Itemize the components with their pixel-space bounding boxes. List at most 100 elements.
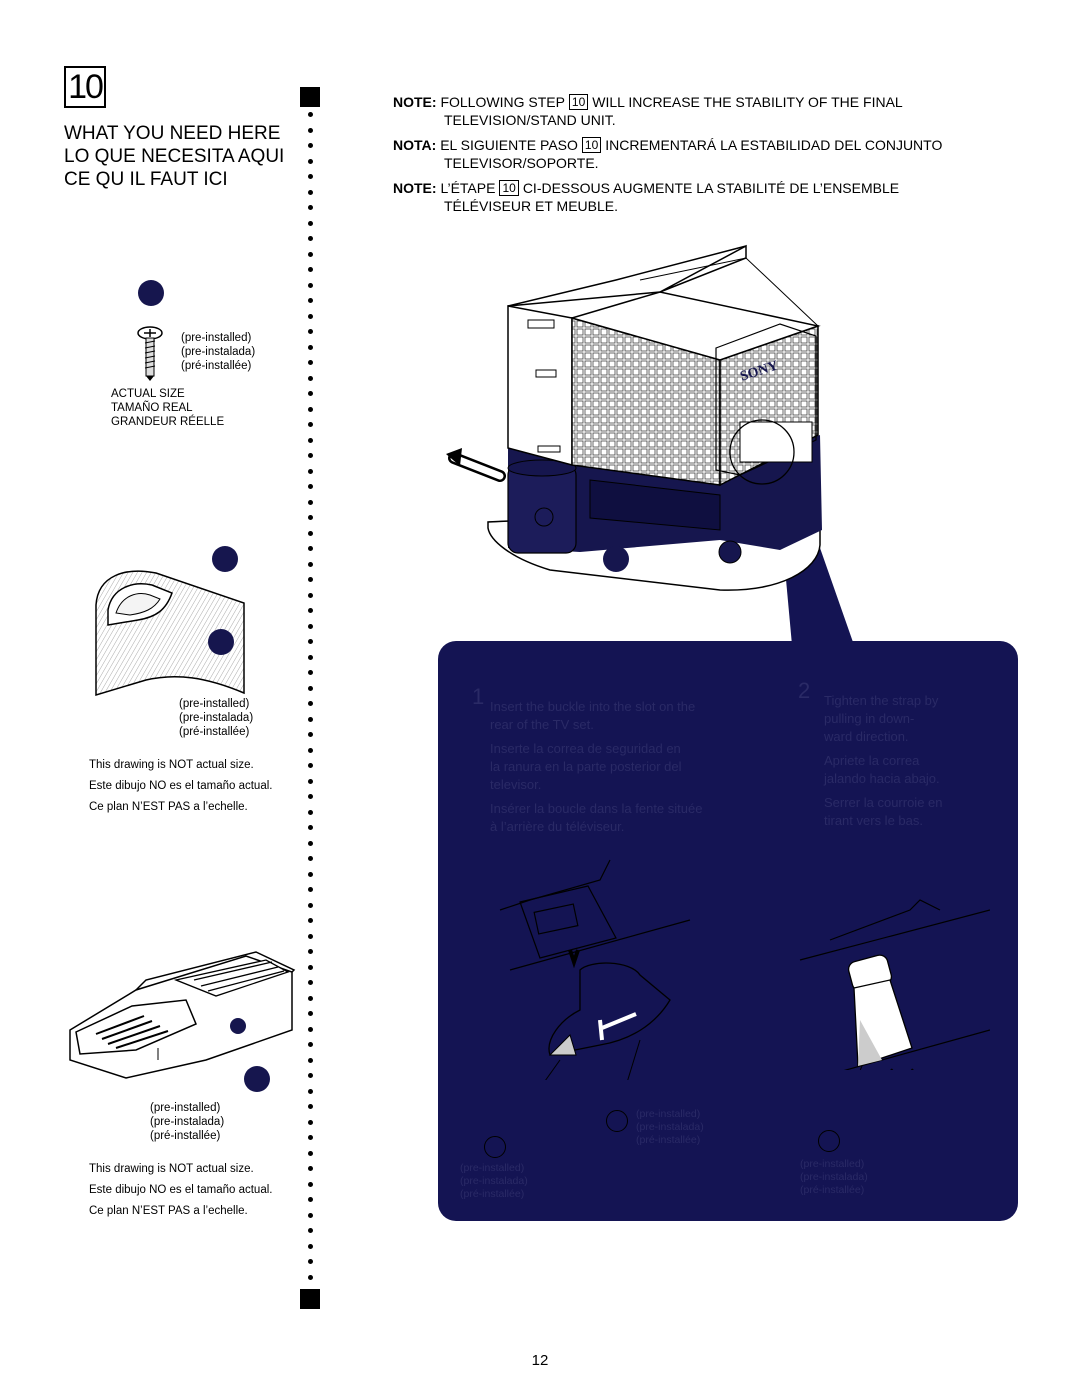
preinstalled-fr: (pré-installée)	[179, 726, 250, 738]
heading-line-es: LO QUE NECESITA AQUI	[64, 146, 285, 167]
divider-dot	[308, 406, 313, 412]
step-ref-box: 10	[499, 180, 519, 196]
divider-dot	[308, 809, 313, 815]
divider-dot	[308, 561, 313, 567]
divider-dot	[308, 220, 313, 226]
preinstalled-en: (pre-installed)	[150, 1102, 221, 1114]
divider-dot	[308, 313, 313, 319]
divider-dot	[308, 282, 313, 288]
actual-size-note: ACTUAL SIZE TAMAÑO REAL GRANDEUR RÉELLE	[111, 387, 224, 429]
preinstalled-es: (pre-instalada)	[150, 1116, 225, 1128]
step1-line: televisor.	[490, 777, 542, 792]
divider-dot	[308, 747, 313, 753]
divider-dot	[308, 1166, 313, 1171]
divider-dot	[308, 1197, 313, 1202]
note-text-cont: WILL INCREASE THE STABILITY OF THE FINAL	[592, 94, 903, 110]
preinstalled-fr: (pré-installée)	[181, 360, 252, 372]
divider-dot	[308, 1119, 313, 1125]
part-badge-buckle	[244, 1066, 270, 1092]
panel-tag-mid: (pre-installed) (pre-instalada) (pré-ins…	[636, 1108, 704, 1147]
step1-line: la ranura en la parte posterior del	[490, 759, 682, 774]
divider-dot	[308, 515, 313, 520]
divider-dot	[308, 1228, 313, 1233]
heading-line-fr: CE QU IL FAUT ICI	[64, 169, 228, 190]
divider-dot	[308, 1073, 313, 1078]
buckle-preinstalled-note: (pre-installed) (pre-instalada) (pré-ins…	[150, 1101, 224, 1143]
divider-dot	[308, 174, 313, 179]
heading-line-en: WHAT YOU NEED HERE	[64, 123, 281, 144]
tag-en: (pre-installed)	[636, 1108, 701, 1120]
preinstalled-es: (pre-instalada)	[181, 346, 256, 358]
divider-dot	[308, 1150, 313, 1156]
tag-fr: (pré-installée)	[460, 1188, 525, 1200]
note-line2: TELEVISION/STAND UNIT.	[444, 111, 616, 128]
divider-dot	[308, 933, 313, 939]
divider-dot	[308, 499, 313, 505]
buckle-illustration	[69, 951, 296, 1079]
scale-note-es: Este dibujo NO es el tamaño actual.	[89, 780, 273, 792]
step2-detail-illustration	[799, 899, 990, 1070]
panel-tag-right: (pre-installed) (pre-instalada) (pré-ins…	[800, 1158, 868, 1197]
screw-illustration	[137, 326, 163, 381]
divider-dot	[308, 623, 313, 629]
step1-line: Insert the buckle into the slot on the	[490, 699, 696, 714]
divider-dot	[308, 453, 313, 458]
preinstalled-es: (pre-instalada)	[179, 712, 254, 724]
divider-dot	[308, 825, 313, 830]
divider-dot	[308, 189, 313, 195]
page-number: 12	[531, 1352, 549, 1369]
step2-line: jalando hacia abajo.	[824, 771, 940, 786]
divider-dot	[308, 236, 313, 241]
step2-line: Apriete la correa	[824, 753, 920, 768]
tag-en: (pre-installed)	[800, 1158, 865, 1170]
step2-number: 2	[798, 678, 811, 703]
note-text-cont: INCREMENTARÁ LA ESTABILIDAD DEL CONJUNTO	[605, 137, 943, 153]
divider-dot	[308, 685, 313, 691]
divider-dot	[308, 778, 313, 784]
marker-circle-mid	[606, 1110, 628, 1132]
divider-dot	[308, 902, 313, 908]
step1-line: Inserte la correa de seguridad en	[490, 741, 681, 756]
tag-es: (pre-instalada)	[636, 1121, 704, 1133]
divider-dot	[308, 112, 313, 117]
divider-dot	[308, 840, 313, 846]
part-badge-strap-b	[208, 629, 234, 655]
scale-note-en: This drawing is NOT actual size.	[89, 759, 254, 771]
scale-note-es: Este dibujo NO es el tamaño actual.	[89, 1184, 273, 1196]
tag-fr: (pré-installée)	[636, 1134, 701, 1146]
divider-dot	[308, 871, 313, 877]
scale-note-fr: Ce plan N’EST PAS a l’echelle.	[89, 801, 248, 813]
divider-dot	[308, 1243, 313, 1249]
step-ref-box: 10	[581, 137, 602, 153]
divider-dot	[308, 1274, 313, 1280]
step2-line: Serrer la courroie en	[824, 795, 943, 810]
tag-es: (pre-instalada)	[800, 1171, 868, 1183]
note-line2: TÉLÉVISEUR ET MEUBLE.	[444, 197, 619, 214]
buckle-scale-note: This drawing is NOT actual size. Este di…	[89, 1159, 272, 1222]
divider-dot	[308, 1042, 313, 1047]
strap-illustration	[95, 570, 245, 697]
tag-fr: (pré-installée)	[800, 1184, 865, 1196]
tag-es: (pre-instalada)	[460, 1175, 528, 1187]
divider-dot	[308, 670, 313, 675]
divider-dot	[308, 856, 313, 861]
note-text: FOLLOWING STEP	[440, 94, 565, 110]
scale-note-fr: Ce plan N’EST PAS a l’echelle.	[89, 1205, 248, 1217]
divider-dot	[308, 1088, 313, 1094]
step1-text: Insert the buckle into the slot on the r…	[490, 698, 740, 836]
step2-text: Tighten the strap by pulling in down- wa…	[824, 692, 1004, 830]
tag-en: (pre-installed)	[460, 1162, 525, 1174]
scale-note-en: This drawing is NOT actual size.	[89, 1163, 254, 1175]
divider-dot	[308, 143, 313, 148]
divider-dot	[308, 422, 313, 427]
part-badge-screw	[138, 280, 164, 306]
note-label: NOTE:	[393, 94, 437, 110]
note-text: EL SIGUIENTE PASO	[440, 137, 578, 153]
divider-dot	[308, 127, 313, 133]
divider-dot	[308, 701, 313, 706]
note-line2: TELEVISOR/SOPORTE.	[444, 154, 599, 171]
strap-scale-note: This drawing is NOT actual size. Este di…	[89, 755, 272, 818]
step1-line: rear of the TV set.	[490, 717, 594, 732]
